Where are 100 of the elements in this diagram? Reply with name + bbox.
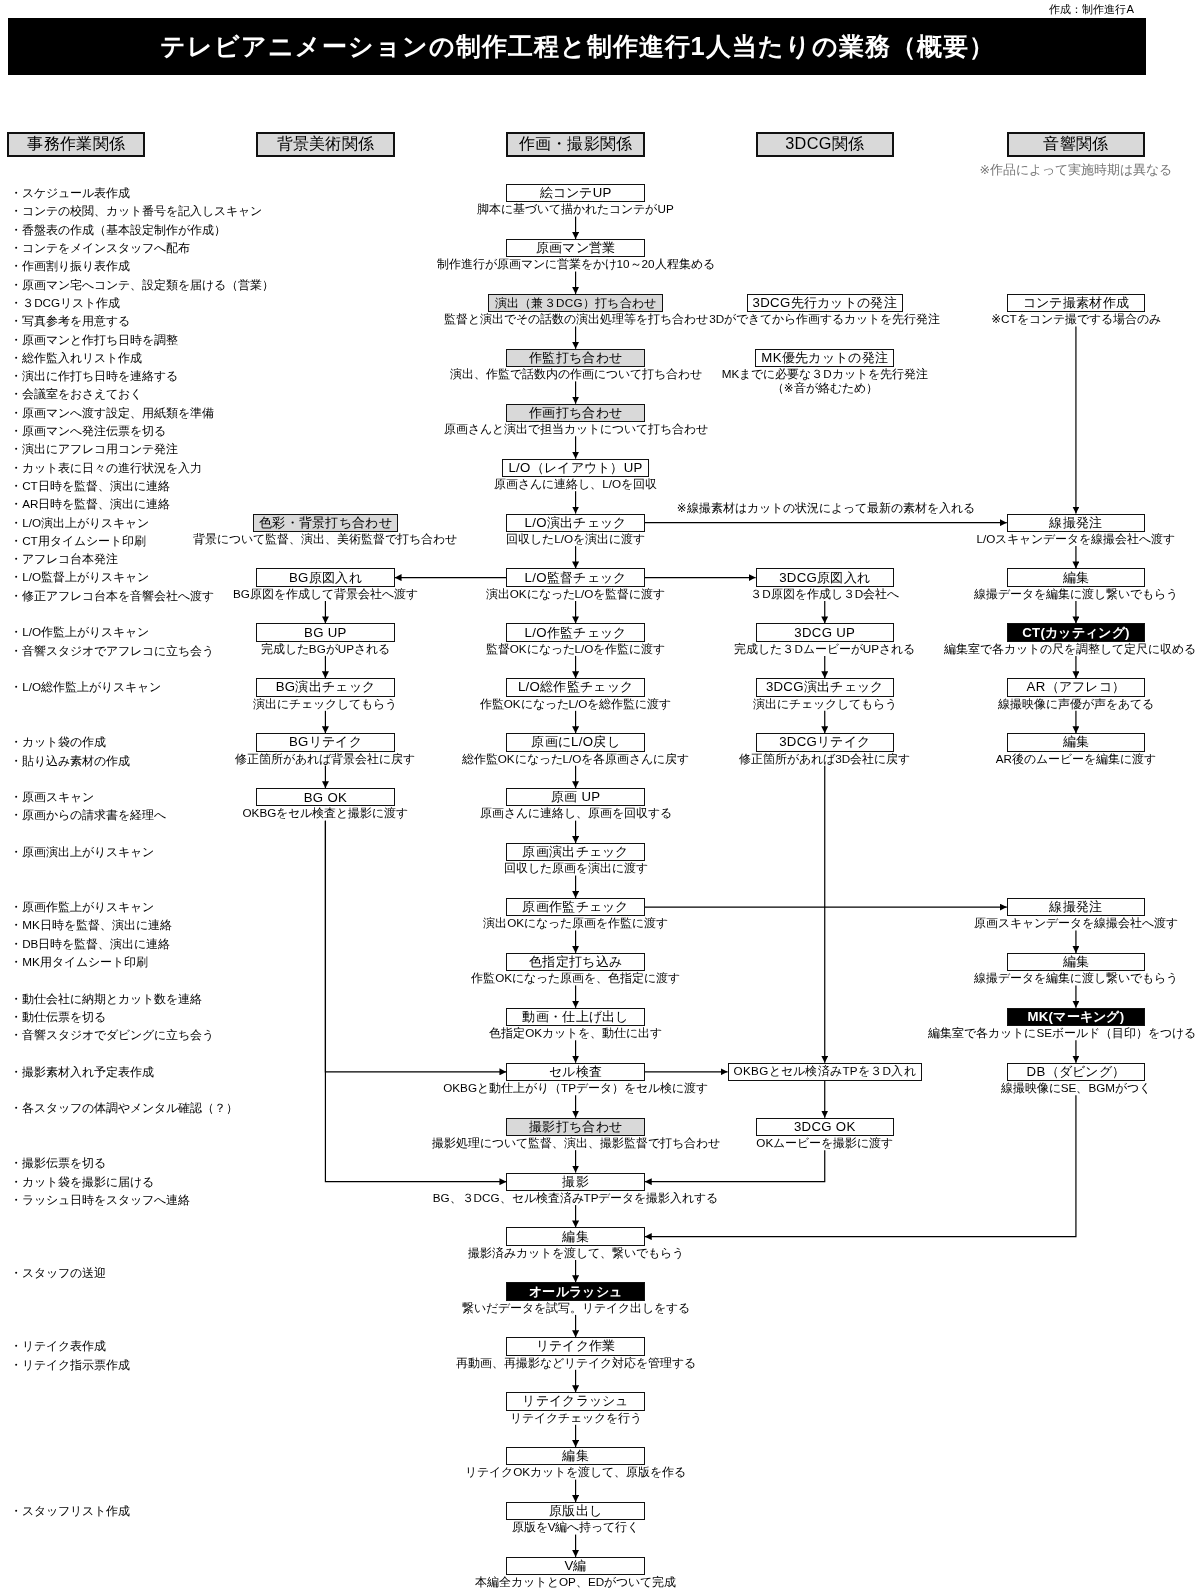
box-caption: 演出OKになったL/Oを監督に渡す [485, 586, 666, 601]
process-box: CT(カッティング) [1006, 623, 1146, 642]
box-caption: 再動画、再撮影などリテイク対応を管理する [455, 1355, 696, 1370]
arrow [644, 1094, 1077, 1241]
arrow [1072, 929, 1080, 954]
box-caption: OKムービーを撮影に渡す [756, 1135, 894, 1151]
arrow [821, 710, 829, 734]
task-item: ・L/O総作監上がりスキャン [10, 679, 161, 696]
column-header: 背景美術関係 [256, 132, 395, 157]
arrow [821, 600, 829, 624]
arrow [572, 655, 580, 679]
process-box: L/O（レイアウト）UP [502, 458, 649, 477]
box-caption: 制作進行が原画マンに営業をかけ10～20人程集める [436, 257, 715, 272]
task-item: ・動仕会社に納期とカット数を連絡 [10, 990, 203, 1007]
arrow [572, 1204, 580, 1229]
arrow [644, 903, 1008, 911]
task-item: ・スタッフの送迎 [10, 1265, 107, 1282]
box-caption: 編集室で各カットの尺を調整して定尺に収める [944, 641, 1196, 656]
process-box: 編集 [1006, 568, 1146, 587]
box-caption: 背景について監督、演出、美術監督で打ち合わせ [193, 531, 458, 547]
box-caption: 総作監OKになったL/Oを各原画さんに戻す [461, 751, 690, 766]
arrow [572, 710, 580, 734]
process-box: 線撮発注 [1006, 513, 1146, 532]
process-box: DB（ダビング） [1006, 1062, 1146, 1081]
column-header: 作画・撮影関係 [506, 132, 645, 157]
task-item: ・MK用タイムシート印刷 [10, 953, 148, 970]
arrow [572, 216, 580, 240]
box-caption: 監督と演出でその話数の演出処理等を打ち合わせ [443, 312, 708, 327]
process-box: 原画作監チェック [506, 897, 645, 917]
box-caption: 撮影処理について監督、演出、撮影監督で打ち合わせ [431, 1135, 720, 1151]
process-box: 3DCG演出チェック [755, 678, 894, 697]
arrow [572, 1094, 580, 1119]
arrow [1072, 600, 1080, 624]
arrow [821, 1080, 829, 1119]
arrow [321, 655, 329, 679]
task-item: ・原画作監上がりスキャン [10, 898, 155, 915]
process-box: 3DCG原図入れ [755, 568, 894, 587]
process-box: L/O監督チェック [506, 568, 645, 587]
arrow [572, 765, 580, 789]
box-caption: 演出にチェックしてもらう [253, 696, 398, 711]
process-box: MK優先カットの発注 [755, 348, 895, 368]
arrow [1072, 325, 1080, 515]
box-caption: 色指定OKカットを、動仕に出す [489, 1026, 663, 1041]
arrow [572, 600, 580, 624]
task-item: ・原画マンへ渡す設定、用紙類を準備 [10, 404, 215, 421]
task-item: ・ラッシュ日時をスタッフへ連絡 [10, 1191, 191, 1208]
process-box: 原画マン営業 [506, 238, 645, 258]
box-caption: 原画さんに連絡し、原画を回収する [479, 806, 672, 821]
task-item: ・動仕伝票を切る [10, 1008, 107, 1025]
process-box: 絵コンテUP [506, 184, 645, 203]
title-bar: テレビアニメーションの制作工程と制作進行1人当たりの業務（概要） [8, 18, 1147, 76]
task-item: ・撮影伝票を切る [10, 1155, 107, 1172]
process-box: BG UP [256, 623, 395, 642]
box-caption: 3Dができてから作画するカットを先行発注 [709, 312, 941, 327]
arrow [572, 984, 580, 1009]
task-item: ・スケジュール表作成 [10, 185, 131, 202]
box-caption: 演出OKになった原画を作監に渡す [483, 916, 669, 931]
task-item: ・３DCGリスト作成 [10, 294, 121, 311]
process-box: 編集 [506, 1447, 645, 1466]
task-item: ・スタッフリスト作成 [10, 1503, 131, 1520]
task-item: ・音響スタジオでアフレコに立ち会う [10, 642, 215, 659]
box-caption: 回収した原画を演出に渡す [503, 861, 648, 876]
arrow [572, 490, 580, 515]
process-box: オールラッシュ [506, 1282, 645, 1301]
arrow [1072, 710, 1080, 734]
process-box: OKBGとセル検済みTPを３D入れ [727, 1062, 922, 1081]
box-caption: 作監OKになった原画を、色指定に渡す [471, 971, 681, 986]
box-caption: 原画さんに連絡し、L/Oを回収 [494, 476, 657, 492]
box-caption: 本編全カットとOP、EDがついて完成 [475, 1575, 677, 1590]
box-caption: 線撮映像にSE、BGMがつく [1000, 1081, 1152, 1096]
process-box: リテイクラッシュ [506, 1392, 645, 1411]
process-box: 線撮発注 [1006, 897, 1146, 917]
process-box: 3DCG OK [755, 1117, 894, 1136]
box-caption: 作監OKになったL/Oを総作監に渡す [479, 696, 672, 711]
task-item: ・会議室をおさえておく [10, 386, 143, 403]
process-box: L/O総作監チェック [506, 678, 645, 697]
process-box: 色彩・背景打ち合わせ [252, 513, 398, 532]
process-box: 編集 [1006, 733, 1146, 752]
arrow [321, 765, 329, 789]
arrow [572, 820, 580, 844]
process-box: MK(マーキング) [1006, 1007, 1146, 1027]
process-box: BG演出チェック [256, 678, 395, 697]
process-box: 3DCG先行カットの発注 [746, 293, 903, 313]
process-box: 原画にL/O戻し [506, 733, 645, 752]
process-box: 原画 UP [506, 788, 645, 807]
process-box: コンテ撮素材作成 [1006, 293, 1146, 313]
box-caption: 監督OKになったL/Oを作監に渡す [485, 641, 666, 656]
task-item: ・L/O作監上がりスキャン [10, 624, 149, 641]
arrow [1072, 655, 1080, 679]
arrow [644, 1068, 729, 1076]
task-item: ・コンテの校閲、カット番号を記入しスキャン [10, 203, 263, 220]
box-caption: 線撮データを編集に渡し繋いでもらう [973, 971, 1178, 986]
box-caption: 繋いだデータを試写。リテイク出しをする [461, 1300, 690, 1315]
task-item: ・原画マンへ発注伝票を切る [10, 423, 167, 440]
arrow [572, 1369, 580, 1393]
arrow [572, 270, 580, 295]
column-header: 事務作業関係 [7, 132, 146, 157]
process-box: 撮影 [506, 1172, 645, 1191]
task-item: ・リテイク指示票作成 [10, 1356, 131, 1373]
task-item: ・修正アフレコ台本を音響会社へ渡す [10, 587, 215, 604]
